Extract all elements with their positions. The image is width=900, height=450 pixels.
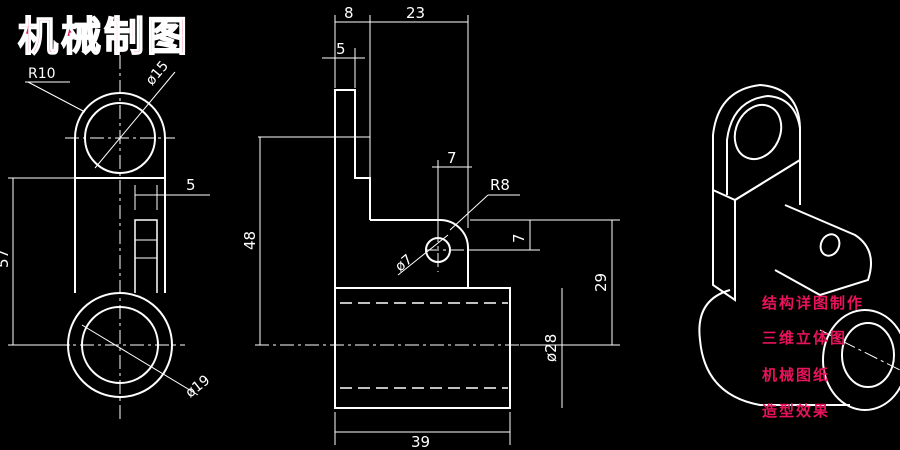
iso-cylinder-bore	[841, 322, 895, 388]
dim-7-right: 7	[510, 233, 528, 243]
iso-view	[698, 83, 900, 411]
d7-leader	[397, 234, 449, 276]
caption-3: 机械图纸	[762, 366, 831, 384]
dim-57: 57	[0, 249, 12, 268]
dim-d28: ø28	[542, 334, 560, 362]
dim-r10: R10	[28, 66, 56, 82]
dim-5-left: 5	[186, 176, 196, 194]
caption-2: 三维立体图	[762, 329, 848, 347]
dim-29: 29	[592, 273, 610, 292]
dim-39: 39	[411, 433, 430, 450]
iso-side-hole	[819, 233, 841, 257]
d19-leader	[81, 324, 199, 396]
iso-center-line	[819, 329, 900, 371]
front-view	[334, 89, 511, 409]
iso-upper-hole	[733, 103, 783, 161]
r8-leader	[449, 194, 489, 231]
dim-d19: ø19	[183, 372, 214, 401]
iso-cylinder-body	[698, 289, 850, 406]
d15-leader	[94, 71, 176, 169]
iso-plate-front	[712, 190, 736, 302]
dimension-lines	[8, 15, 620, 445]
dim-8: 8	[344, 4, 354, 22]
dim-d15: ø15	[143, 58, 172, 89]
dim-48: 48	[241, 231, 259, 250]
dim-r8: R8	[490, 176, 510, 194]
dim-d7: ø7	[392, 252, 416, 275]
r10-leader	[27, 81, 86, 113]
dim-5-front: 5	[336, 40, 346, 58]
caption-4: 造型效果	[762, 402, 831, 420]
iso-upper-lug-inner	[726, 94, 801, 195]
caption-1: 结构详图制作	[762, 294, 865, 312]
lug-outline	[370, 219, 469, 289]
iso-plate-top	[734, 158, 801, 205]
dim-7-top: 7	[447, 149, 457, 167]
drawing-title: 机械制图	[17, 13, 190, 61]
rib-slot	[134, 219, 158, 293]
cylinder-outline	[334, 287, 511, 409]
iso-side-lug	[774, 204, 872, 297]
iso-cylinder-end	[822, 309, 900, 411]
vertical-plate	[334, 89, 371, 408]
dim-23: 23	[406, 4, 425, 22]
